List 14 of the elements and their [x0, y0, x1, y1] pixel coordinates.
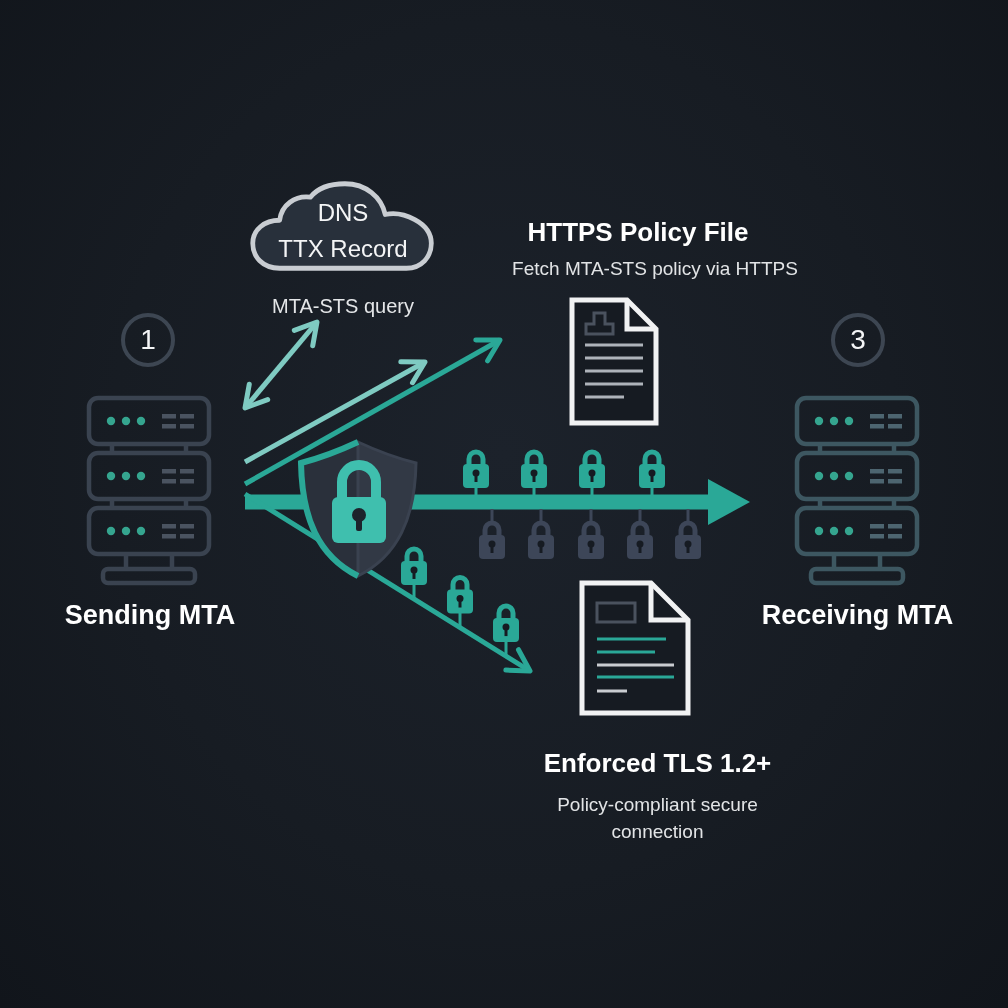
server-label: Sending MTA: [64, 599, 236, 631]
heading: Enforced TLS 1.2+: [543, 748, 772, 778]
node-description: Fetch MTA-STS policy via HTTPS: [512, 257, 798, 281]
heading: HTTPS Policy File: [527, 217, 749, 247]
arrow: [243, 359, 428, 465]
node-description: Policy-compliant secure connection: [556, 793, 759, 844]
callout-number: 3: [831, 313, 885, 367]
arrow: [243, 337, 503, 487]
node-label: MTA-STS query: [272, 294, 414, 318]
server-label: Receiving MTA: [761, 599, 954, 631]
arrow: [243, 491, 533, 674]
callout-number: 1: [121, 313, 175, 367]
cloud-label: DNS TTX Record: [278, 198, 408, 264]
arrow: [242, 319, 320, 411]
